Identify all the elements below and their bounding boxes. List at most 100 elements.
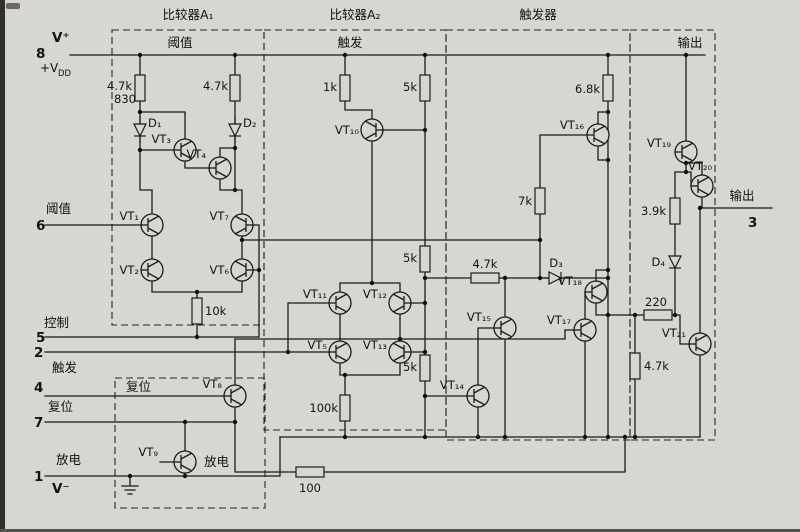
reset-boundary xyxy=(114,377,266,509)
transistor-vt12-label: VT₁₂ xyxy=(363,287,387,301)
diode-d2-label: D₂ xyxy=(243,116,256,130)
pin-threshold-label: 阈值 xyxy=(46,201,71,216)
resistor-r5-label: 5k xyxy=(403,80,417,94)
transistor-vt4-label: VT₄ xyxy=(186,147,206,161)
transistor-vt11-label: VT₁₁ xyxy=(303,287,327,301)
pin-vminus-label: V⁻ xyxy=(52,481,70,497)
transistor-vt17-label: VT₁₇ xyxy=(547,313,572,327)
transistor-vt16-label: VT₁₆ xyxy=(560,118,585,132)
diode-d2-symbol xyxy=(228,116,242,144)
wires-comparator-a1 xyxy=(44,54,260,338)
pin-2-number: 2 xyxy=(34,345,43,361)
transistor-vt17-symbol xyxy=(573,318,597,342)
transistor-vt7-symbol xyxy=(230,213,254,237)
transistor-vt14-symbol xyxy=(466,384,490,408)
pin-vplus-label: V⁺ xyxy=(52,30,70,46)
transistor-vt4-symbol xyxy=(208,156,232,180)
resistor-r4-label: 1k xyxy=(323,80,337,94)
resistor-r8-symbol xyxy=(339,394,351,422)
resistor-r1-label: 4.7k xyxy=(107,79,132,93)
transistor-vt6-label: VT₆ xyxy=(209,263,229,277)
resistor-r7-symbol xyxy=(419,354,431,382)
junction-dots xyxy=(127,52,703,479)
section-sublabel-reset: 复位 xyxy=(126,379,151,394)
pin-6-number: 6 xyxy=(36,218,45,234)
resistor-r10-symbol xyxy=(534,187,546,215)
pin-1-number: 1 xyxy=(34,469,43,485)
transistor-vt7-label: VT₇ xyxy=(209,209,229,223)
transistor-vt20-symbol xyxy=(690,174,714,198)
diode-d3-label: D₃ xyxy=(549,256,563,270)
comparator-a2-boundary xyxy=(263,29,447,431)
resistor-r2-label: 4.7k xyxy=(203,79,228,93)
scan-edge-bottom xyxy=(0,529,800,532)
transistor-vt1-symbol xyxy=(140,213,164,237)
resistor-r11-label: 6.8k xyxy=(575,82,600,96)
transistor-vt6-symbol xyxy=(230,258,254,282)
transistor-vt5-symbol xyxy=(328,340,352,364)
resistor-r7-label: 5k xyxy=(403,360,417,374)
transistor-vt1-label: VT₁ xyxy=(119,209,139,223)
pin-7-number: 7 xyxy=(34,415,43,431)
transistor-vt19-label: VT₁₉ xyxy=(647,136,672,150)
transistor-vt21-label: VT₂₁ xyxy=(662,326,686,340)
resistor-r10-label: 7k xyxy=(518,194,532,208)
section-header-comparator-a2: 比较器A₂ xyxy=(329,7,380,22)
transistor-vt8-symbol xyxy=(223,384,247,408)
diode-d4-label: D₄ xyxy=(652,255,666,269)
transistor-vt20-label: VT₂₀ xyxy=(688,159,713,173)
transistor-vt18-label: VT₁₈ xyxy=(558,274,583,288)
resistor-r8-label: 100k xyxy=(309,401,338,415)
pin-3-number: 3 xyxy=(748,215,757,231)
pin-5-number: 5 xyxy=(36,330,45,346)
resistor-r2-symbol xyxy=(229,74,241,102)
transistor-vt9-symbol xyxy=(173,450,197,474)
wires-output-stage xyxy=(607,54,773,438)
resistor-r15-symbol xyxy=(295,466,325,478)
wires-flipflop xyxy=(424,54,609,438)
pin-trigger-label: 触发 xyxy=(52,360,78,375)
output-boundary xyxy=(629,29,716,441)
pin-output-label: 输出 xyxy=(729,188,754,203)
resistor-r6-symbol xyxy=(419,245,431,273)
transistor-vt13-label: VT₁₃ xyxy=(363,338,388,352)
transistor-vt3-label: VT₃ xyxy=(151,132,171,146)
transistor-vt10-label: VT₁₀ xyxy=(335,123,360,137)
inner-discharge-label: 放电 xyxy=(204,454,230,469)
transistor-vt12-symbol xyxy=(388,291,412,315)
transistor-vt10-symbol xyxy=(360,118,384,142)
transistor-vt18-symbol xyxy=(584,280,608,304)
resistor-r1-symbol xyxy=(134,74,146,102)
transistor-vt2-symbol xyxy=(140,258,164,282)
transistor-vt16-symbol xyxy=(586,123,610,147)
resistor-r9-symbol xyxy=(470,272,500,284)
pin-4-number: 4 xyxy=(34,380,43,396)
section-header-flipflop: 触发器 xyxy=(519,7,557,22)
transistor-vt2-label: VT₂ xyxy=(119,263,139,277)
section-sublabel-threshold: 阈值 xyxy=(167,35,192,50)
resistor-r11-symbol xyxy=(602,74,614,102)
section-header-comparator-a1: 比较器A₁ xyxy=(162,7,213,22)
resistor-r1b-label: 830 xyxy=(114,92,136,106)
wires-comparator-a2 xyxy=(44,54,575,438)
scan-corner-mark xyxy=(6,3,20,9)
pin-vdd-subscript: DD xyxy=(58,69,72,79)
transistor-vt9-label: VT₉ xyxy=(138,445,158,459)
resistor-r12-label: 3.9k xyxy=(641,204,666,218)
scan-edge-left xyxy=(0,0,5,532)
resistor-r6-label: 5k xyxy=(403,251,417,265)
transistor-vt5-label: VT₅ xyxy=(307,338,327,352)
pin-reset-label: 复位 xyxy=(48,399,73,414)
resistor-r3-label: 10k xyxy=(205,304,227,318)
pin-8-number: 8 xyxy=(36,46,45,62)
resistor-r14-symbol xyxy=(629,352,641,380)
pin-control-label: 控制 xyxy=(44,315,69,330)
resistor-r15-label: 100 xyxy=(299,481,321,495)
section-sublabel-trigger: 触发 xyxy=(337,35,363,50)
resistor-r9-label: 4.7k xyxy=(473,257,498,271)
section-sublabel-output: 输出 xyxy=(677,35,702,50)
transistor-vt21-symbol xyxy=(688,332,712,356)
transistor-symbols xyxy=(140,118,714,474)
resistor-r13-symbol xyxy=(643,309,673,321)
